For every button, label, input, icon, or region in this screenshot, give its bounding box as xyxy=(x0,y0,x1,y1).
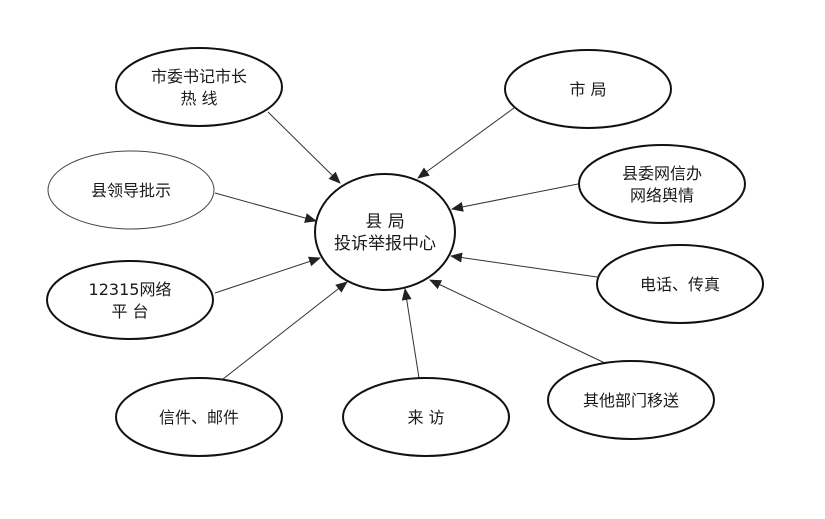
arrow-visits-to-center xyxy=(401,288,420,379)
arrow-county-leader-instruction-to-center xyxy=(214,192,317,223)
arrow-network-12315-to-center xyxy=(214,256,321,294)
arrow-phone-fax-to-center xyxy=(450,252,598,278)
node-city-bureau-shape xyxy=(504,49,672,129)
node-county-cyber-office-label: 县委网信办 xyxy=(622,164,702,183)
node-letters-mail: 信件、邮件 xyxy=(115,377,283,457)
node-county-leader-instruction-label: 县领导批示 xyxy=(91,181,171,200)
node-visits: 来 访 xyxy=(342,377,510,457)
arrow-city-bureau-to-center xyxy=(417,107,515,179)
node-phone-fax-label: 电话、传真 xyxy=(640,275,720,294)
node-county-cyber-office-label: 网络舆情 xyxy=(630,186,694,205)
node-center-complaint-center-shape xyxy=(314,173,456,291)
node-county-cyber-office-shape xyxy=(578,144,746,224)
arrow-mayor-hotline-to-center xyxy=(267,111,341,184)
node-network-12315-shape xyxy=(46,260,214,340)
node-center-complaint-center-label: 县 局 xyxy=(365,212,404,232)
node-mayor-hotline-shape xyxy=(115,47,283,127)
node-mayor-hotline-label: 市委书记市长 xyxy=(151,67,247,86)
arrow-letters-mail-to-center xyxy=(222,281,348,380)
node-county-leader-instruction-shape xyxy=(47,150,215,230)
node-network-12315-label: 12315网络 xyxy=(89,280,172,299)
node-county-leader-instruction: 县领导批示 xyxy=(47,150,215,230)
arrow-county-cyber-office-to-center xyxy=(451,183,579,212)
node-phone-fax: 电话、传真 xyxy=(596,244,764,324)
node-visits-label: 来 访 xyxy=(407,408,444,427)
node-other-departments-shape xyxy=(547,360,715,440)
node-other-departments: 其他部门移送 xyxy=(547,360,715,440)
edges xyxy=(214,107,608,380)
node-city-bureau: 市 局 xyxy=(504,49,672,129)
node-mayor-hotline-label: 热 线 xyxy=(180,89,217,108)
arrow-other-departments-to-center xyxy=(429,279,608,365)
node-letters-mail-label: 信件、邮件 xyxy=(159,408,239,427)
node-letters-mail-shape xyxy=(115,377,283,457)
node-other-departments-label: 其他部门移送 xyxy=(583,391,679,410)
node-visits-shape xyxy=(342,377,510,457)
node-phone-fax-shape xyxy=(596,244,764,324)
node-center-complaint-center-label: 投诉举报中心 xyxy=(334,234,436,254)
node-city-bureau-label: 市 局 xyxy=(569,80,606,99)
node-network-12315-label: 平 台 xyxy=(111,302,148,321)
